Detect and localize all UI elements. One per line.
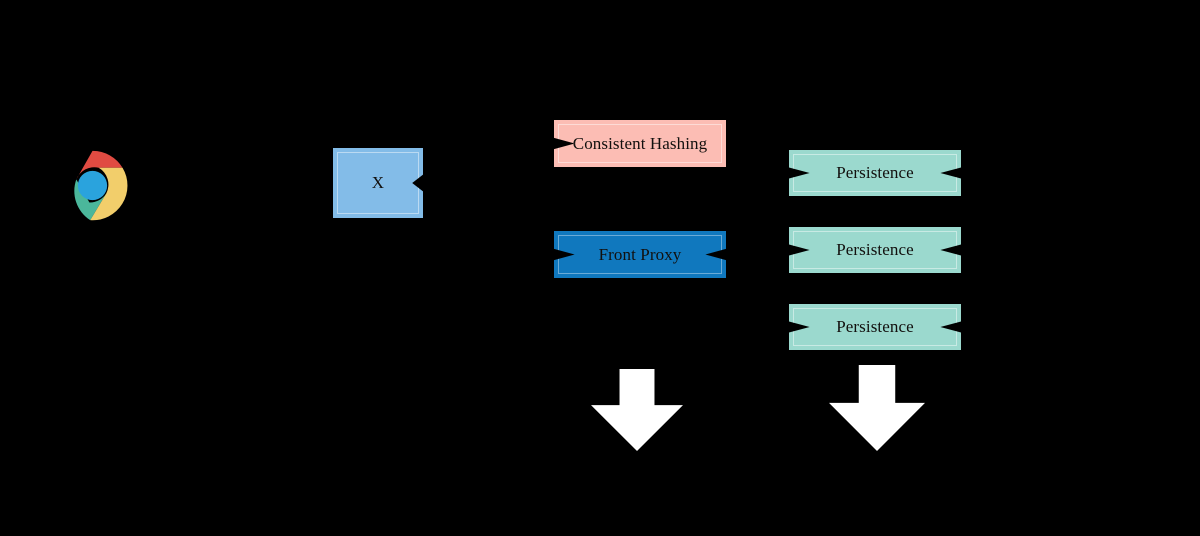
arrow-down-icon-persistence <box>829 365 925 451</box>
node-persistence-2-label: Persistence <box>836 240 914 259</box>
node-persistence-3-label: Persistence <box>836 317 914 336</box>
node-persistence-1[interactable]: Persistence <box>789 150 961 196</box>
node-persistence-3[interactable]: Persistence <box>789 304 961 350</box>
node-persistence-1-label: Persistence <box>836 163 914 182</box>
chrome-browser-icon <box>54 147 131 224</box>
node-x-label: X <box>371 173 385 192</box>
node-consistent-hashing[interactable]: Consistent Hashing <box>554 120 726 167</box>
node-front-proxy[interactable]: Front Proxy <box>554 231 726 278</box>
node-persistence-2[interactable]: Persistence <box>789 227 961 273</box>
arrow-down-icon-front-proxy <box>591 369 683 451</box>
node-consistent-hashing-label: Consistent Hashing <box>572 133 708 153</box>
node-front-proxy-label: Front Proxy <box>598 244 682 264</box>
node-x[interactable]: X <box>333 148 423 218</box>
